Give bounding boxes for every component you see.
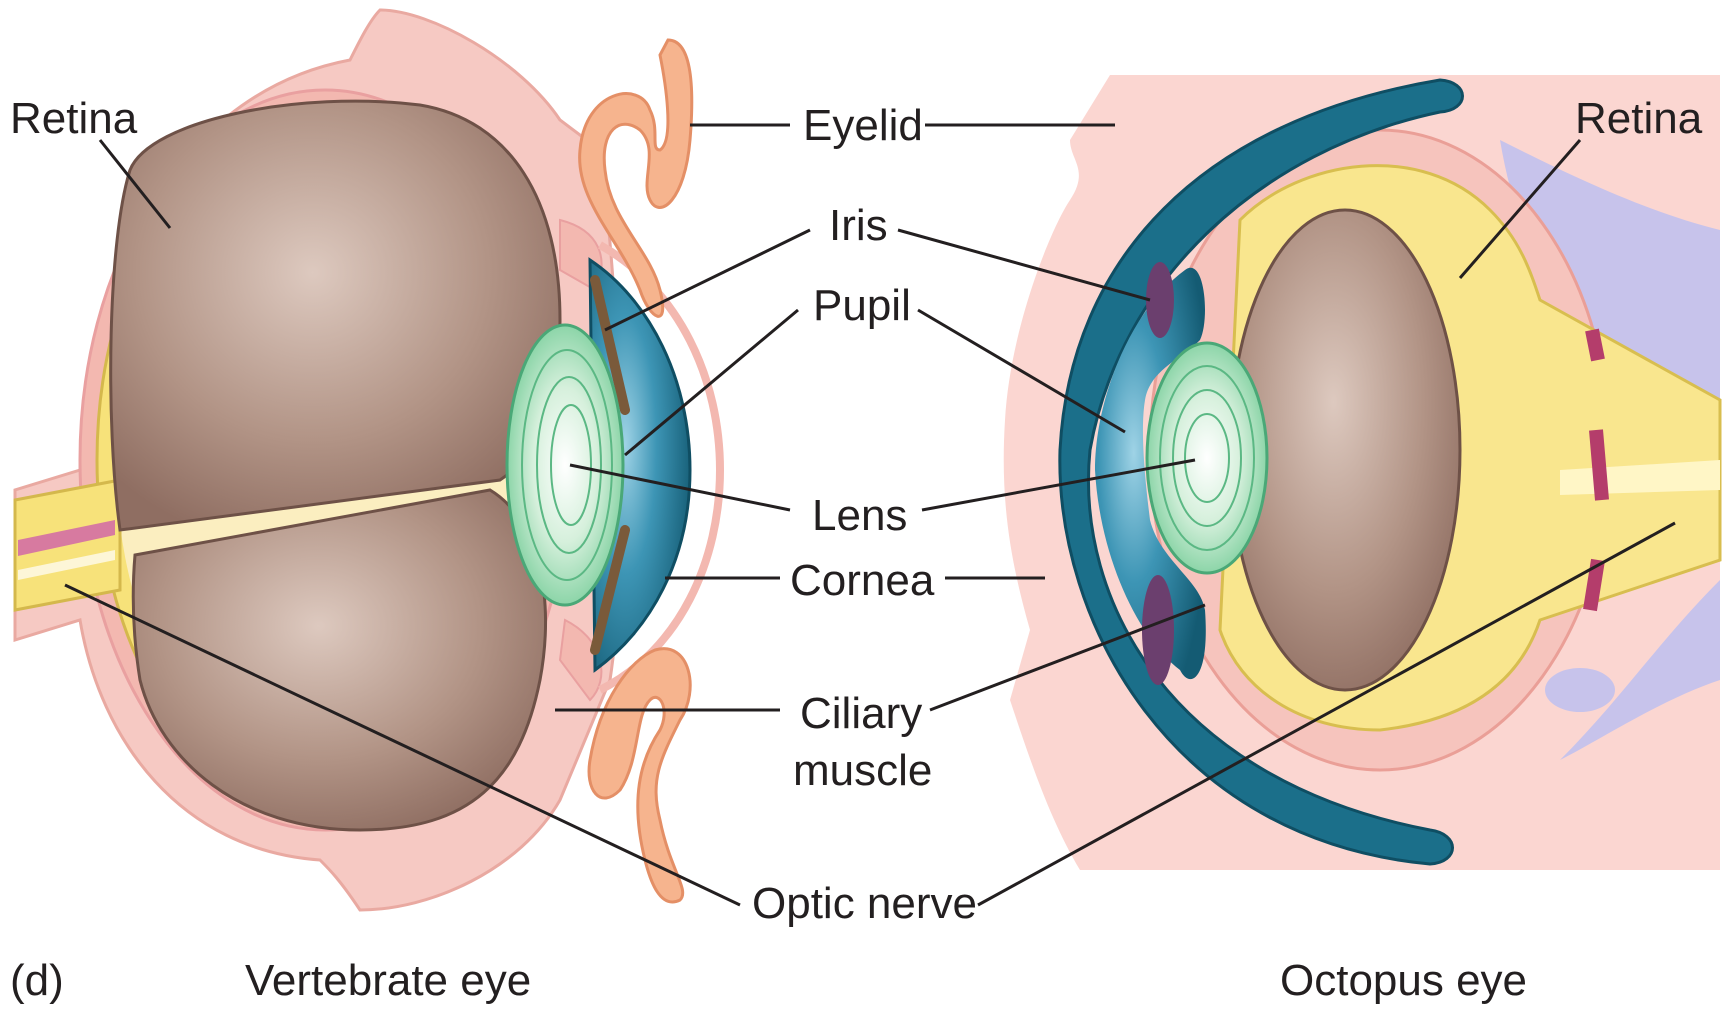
octopus-iris-lower (1142, 575, 1174, 685)
caption-vertebrate: Vertebrate eye (245, 956, 531, 1005)
label-retina-left: Retina (10, 94, 138, 143)
octopus-eye (1004, 75, 1720, 870)
vertebrate-lens (507, 325, 623, 605)
caption-octopus: Octopus eye (1280, 956, 1527, 1005)
label-ciliary-line1: Ciliary (800, 689, 922, 738)
label-ciliary-line2: muscle (793, 746, 932, 795)
label-eyelid: Eyelid (803, 101, 923, 150)
label-optic-nerve: Optic nerve (752, 879, 977, 928)
label-lens: Lens (812, 491, 907, 540)
label-cornea: Cornea (790, 556, 935, 605)
vertebrate-vitreous-upper (111, 101, 560, 530)
label-iris: Iris (829, 201, 888, 250)
octopus-iris-upper (1146, 262, 1174, 338)
panel-letter: (d) (10, 956, 64, 1005)
vertebrate-eye (15, 10, 720, 910)
label-pupil: Pupil (813, 281, 911, 330)
label-retina-right: Retina (1575, 94, 1703, 143)
octopus-purple-blob (1545, 668, 1615, 712)
octopus-lens (1147, 343, 1267, 573)
